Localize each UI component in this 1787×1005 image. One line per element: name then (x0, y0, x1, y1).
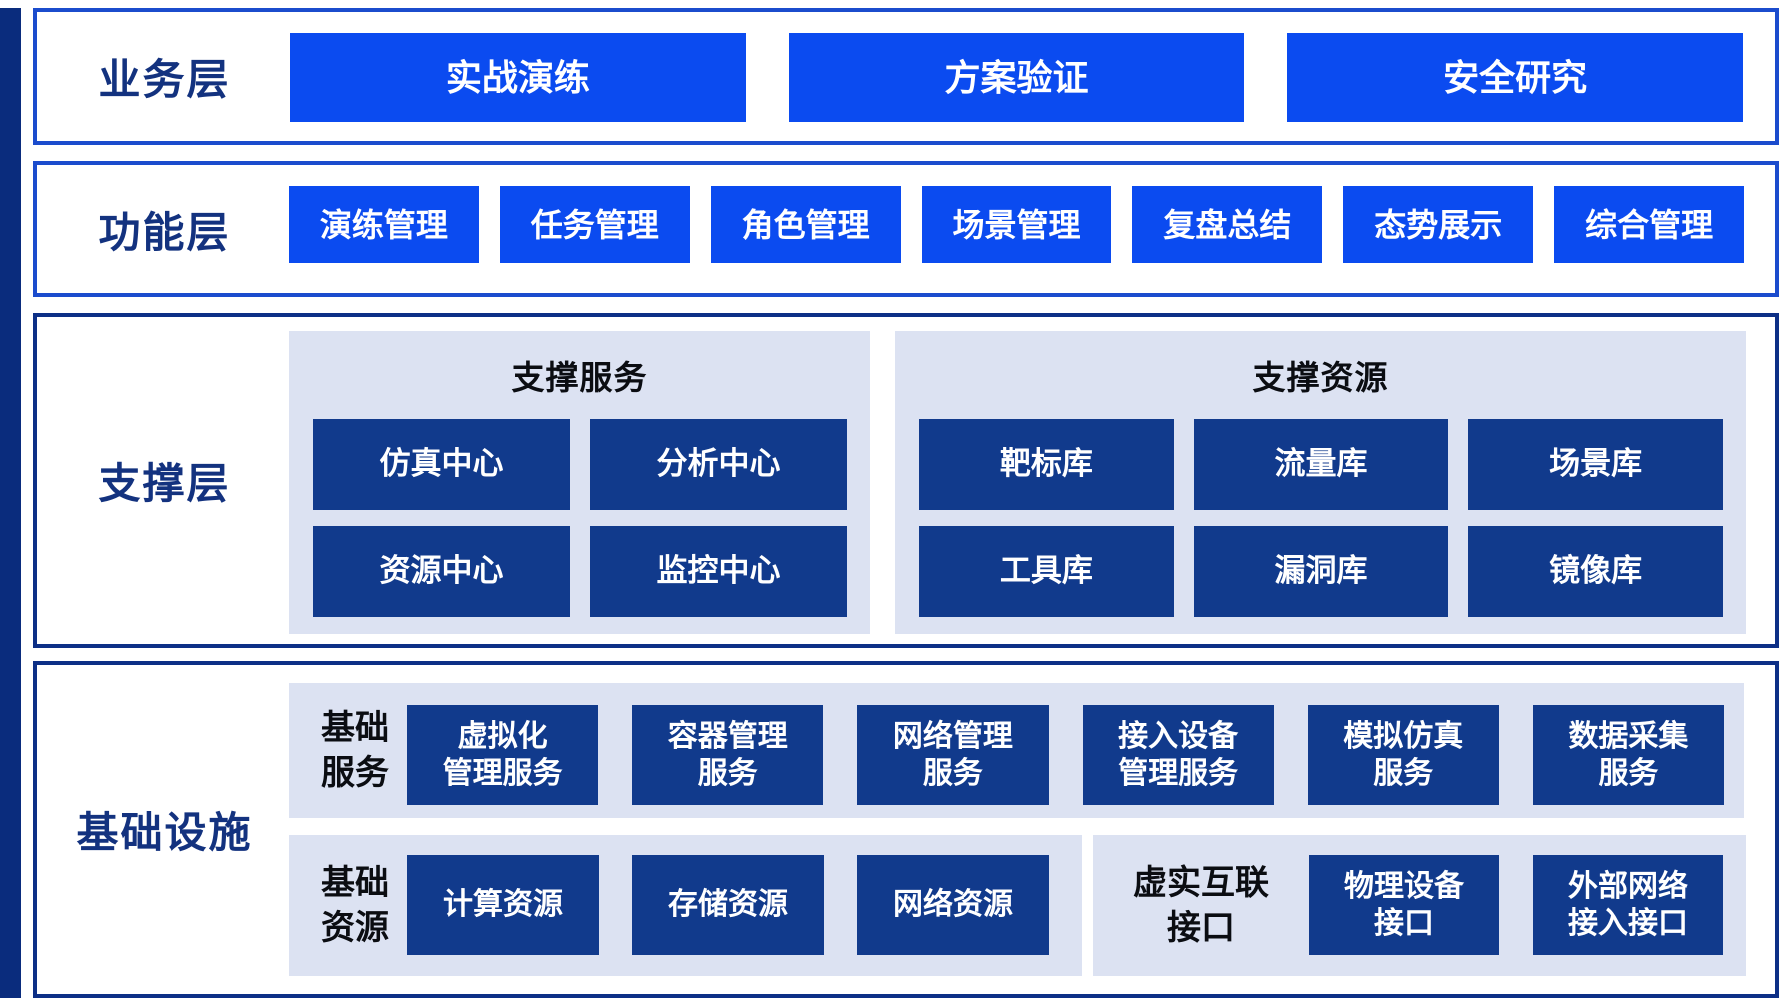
support-service-block: 分析中心 (590, 419, 847, 510)
virtual-physical-interface-title: 虚实互联 接口 (1133, 864, 1269, 947)
support-resource-block: 场景库 (1468, 419, 1724, 510)
base-resource-block: 计算资源 (407, 855, 599, 955)
virtual-physical-interface-panel: 虚实互联 接口 物理设备 接口 外部网络 接入接口 (1093, 835, 1746, 976)
support-services-title: 支撑服务 (511, 359, 648, 396)
base-service-block: 网络管理 服务 (857, 705, 1049, 805)
base-service-block: 虚拟化 管理服务 (407, 705, 599, 805)
infrastructure-layer-label: 基础设施 (76, 809, 253, 856)
support-resource-block: 靶标库 (919, 419, 1174, 510)
support-resources-panel: 支撑资源 靶标库 流量库 场景库 工具库 漏洞库 镜像库 (895, 331, 1746, 634)
base-resources-row: 计算资源 存储资源 网络资源 (407, 855, 1049, 955)
business-block: 安全研究 (1287, 33, 1744, 122)
support-service-block: 仿真中心 (313, 419, 570, 510)
base-service-block: 接入设备 管理服务 (1082, 705, 1274, 805)
function-block: 演练管理 (289, 186, 479, 263)
base-service-block: 模拟仿真 服务 (1307, 705, 1499, 805)
base-resources-panel: 基础 资源 计算资源 存储资源 网络资源 (289, 835, 1082, 976)
business-layer-label: 业务层 (98, 56, 231, 103)
support-services-panel: 支撑服务 仿真中心 分析中心 资源中心 监控中心 (289, 331, 870, 634)
support-layer-section: 支撑层 支撑服务 仿真中心 分析中心 资源中心 监控中心 支撑资源 靶标库 流量… (33, 313, 1779, 648)
support-resources-title: 支撑资源 (1252, 359, 1389, 396)
base-resource-block: 网络资源 (857, 855, 1049, 955)
support-resource-block: 漏洞库 (1193, 526, 1449, 617)
base-service-block: 数据采集 服务 (1532, 705, 1725, 805)
business-button-row: 实战演练 方案验证 安全研究 (290, 33, 1744, 122)
base-services-row: 虚拟化 管理服务 容器管理 服务 网络管理 服务 接入设备 管理服务 模拟仿真 … (407, 705, 1725, 805)
base-service-block: 容器管理 服务 (632, 705, 824, 805)
base-services-title: 基础 服务 (321, 709, 389, 792)
function-layer-label: 功能层 (98, 208, 231, 256)
support-resource-block: 镜像库 (1468, 526, 1724, 617)
left-accent-bar (0, 8, 21, 998)
base-services-panel: 基础 服务 虚拟化 管理服务 容器管理 服务 网络管理 服务 接入设备 管理服务… (289, 683, 1744, 818)
function-button-row: 演练管理 任务管理 角色管理 场景管理 复盘总结 态势展示 综合管理 (289, 186, 1745, 263)
business-block: 方案验证 (788, 33, 1245, 122)
function-block: 任务管理 (499, 186, 690, 263)
function-block: 角色管理 (710, 186, 901, 263)
support-service-block: 资源中心 (313, 526, 570, 617)
business-block: 实战演练 (290, 33, 746, 122)
function-block: 态势展示 (1343, 186, 1534, 263)
interface-row: 物理设备 接口 外部网络 接入接口 (1309, 855, 1723, 955)
support-layer-label: 支撑层 (98, 460, 231, 507)
interface-block: 物理设备 接口 (1309, 855, 1499, 955)
function-block: 场景管理 (921, 186, 1112, 263)
function-block: 综合管理 (1554, 186, 1745, 263)
interface-block: 外部网络 接入接口 (1533, 855, 1723, 955)
base-resource-block: 存储资源 (632, 855, 824, 955)
function-block: 复盘总结 (1132, 186, 1323, 263)
support-service-block: 监控中心 (590, 526, 847, 617)
support-services-grid: 仿真中心 分析中心 资源中心 监控中心 (313, 419, 847, 617)
support-resources-grid: 靶标库 流量库 场景库 工具库 漏洞库 镜像库 (919, 419, 1724, 617)
support-resource-block: 工具库 (919, 526, 1174, 617)
base-resources-title: 基础 资源 (321, 864, 389, 947)
business-layer-section: 业务层 实战演练 方案验证 安全研究 (33, 8, 1779, 145)
support-resource-block: 流量库 (1193, 419, 1449, 510)
function-layer-section: 功能层 演练管理 任务管理 角色管理 场景管理 复盘总结 态势展示 综合管理 (33, 161, 1779, 297)
infrastructure-layer-section: 基础设施 基础 服务 虚拟化 管理服务 容器管理 服务 网络管理 服务 接入设备… (33, 661, 1779, 998)
